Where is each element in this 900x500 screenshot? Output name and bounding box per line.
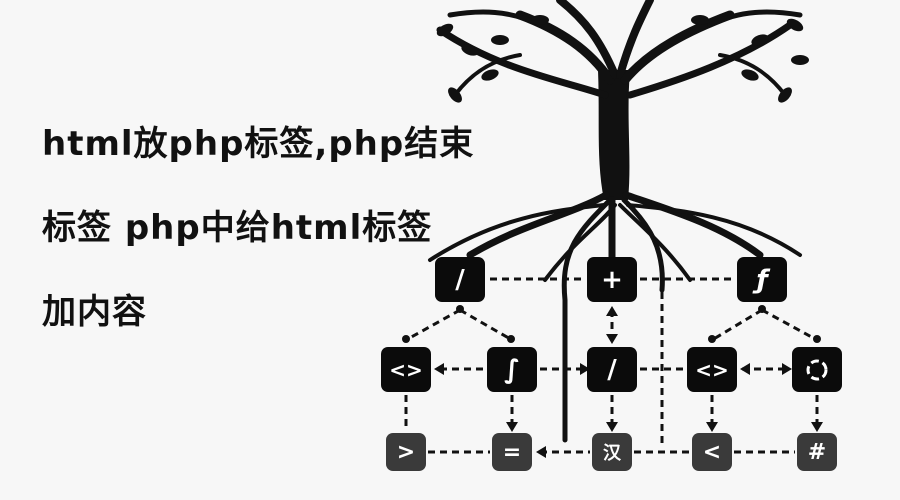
title-line-3: 加内容 — [42, 292, 147, 332]
node-code-brackets: <> — [687, 347, 737, 392]
leaf-icons — [436, 15, 809, 103]
tree-icon — [428, 0, 803, 443]
node-equals: = — [492, 433, 532, 471]
node-hash: # — [797, 433, 837, 471]
node-han-char: 汉 — [592, 433, 632, 471]
node-integral: ∫ — [487, 347, 537, 392]
node-code-tag: <> — [381, 347, 431, 392]
node-function: ƒ — [737, 257, 787, 302]
node-slash: / — [435, 257, 485, 302]
node-greater-than: > — [386, 433, 426, 471]
node-slash-2: / — [587, 347, 637, 392]
connector-dots-arrows — [402, 305, 823, 458]
title-line-1: html放php标签,php结束 — [42, 124, 475, 164]
node-less-than: < — [692, 433, 732, 471]
article-title: html放php标签,php结束 标签 php中给html标签 加内容 — [42, 118, 512, 370]
cycle-icon — [792, 347, 842, 392]
node-plus: + — [587, 257, 637, 302]
title-line-2: 标签 php中给html标签 — [42, 208, 433, 248]
